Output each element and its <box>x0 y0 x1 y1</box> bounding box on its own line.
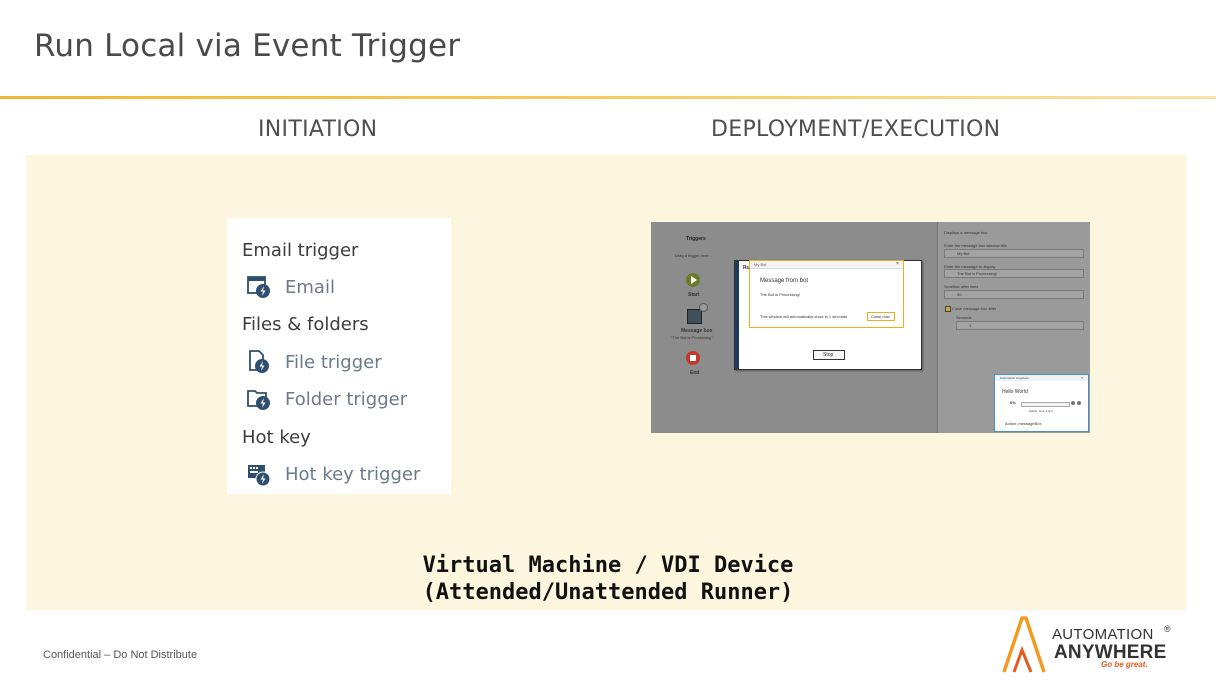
trigger-list-card: Email trigger Email Files & folders File… <box>227 218 451 494</box>
notify-percent: 0% <box>1010 400 1016 405</box>
close-after-checkbox[interactable] <box>945 306 951 312</box>
stop-button[interactable]: Stop <box>813 350 845 360</box>
automation-anywhere-logo: AUTOMATION ® ANYWHERE Go be great. <box>1000 614 1180 676</box>
notify-active: Active: Line 1 of 1 <box>1029 409 1053 413</box>
close-after-label: Close message box after <box>952 306 997 311</box>
logo-tagline: Go be great. <box>1101 660 1148 669</box>
message-box-node-icon[interactable] <box>687 309 702 324</box>
folder-trigger-icon <box>247 390 270 410</box>
caption-line-2: (Attended/Unattended Runner) <box>422 580 794 605</box>
dialog-footer: This window will automatically close in … <box>760 314 848 319</box>
slide-title: Run Local via Event Trigger <box>34 28 461 64</box>
email-trigger-item[interactable]: Email <box>285 277 335 298</box>
title-field[interactable]: My Bot <box>944 249 1084 258</box>
triggers-label: Triggers <box>686 236 706 242</box>
notify-action: Action: messageBox <box>1005 421 1042 426</box>
dialog-body: The Bot is Processing! <box>760 292 801 297</box>
drag-hint: Drag a trigger here... <box>675 253 712 258</box>
message-field-label: Enter the message to display <box>944 264 996 269</box>
message-field[interactable]: The Bot is Processing! <box>944 269 1084 278</box>
scroll-field-label: Scrollbar after lines <box>944 284 979 289</box>
notify-title: Automation Anywhere <box>1000 376 1030 380</box>
folder-trigger-item[interactable]: Folder trigger <box>285 389 408 410</box>
dialog-close-icon[interactable]: × <box>896 261 899 267</box>
dialog-title: My Bot <box>754 262 767 267</box>
end-node-icon[interactable] <box>686 351 700 365</box>
logo-mark-icon <box>1002 616 1046 673</box>
message-box-label: Message box <box>681 328 713 334</box>
hotkey-trigger-icon <box>248 465 271 487</box>
message-box-sub: "The Bot is Processing" <box>671 335 713 340</box>
message-dialog: My Bot × Message from bot The Bot is Pro… <box>749 260 904 328</box>
logo-registered: ® <box>1164 624 1171 634</box>
email-trigger-icon <box>247 276 270 298</box>
group-files-folders: Files & folders <box>242 314 369 335</box>
file-trigger-icon <box>249 350 269 373</box>
confidential-footer: Confidential – Do Not Distribute <box>43 649 198 661</box>
group-hot-key: Hot key <box>242 427 311 448</box>
logo-line-1: AUTOMATION <box>1052 626 1154 643</box>
initiation-heading: INITIATION <box>258 117 378 142</box>
info-icon <box>699 303 708 312</box>
logo-line-2: ANYWHERE <box>1054 642 1167 663</box>
seconds-label: Seconds <box>956 315 972 320</box>
title-field-label: Enter the message box window title <box>944 243 1007 248</box>
scroll-field[interactable]: 30 <box>944 290 1084 299</box>
start-node-icon[interactable] <box>686 273 700 287</box>
hotkey-trigger-item[interactable]: Hot key trigger <box>285 464 421 485</box>
group-email-trigger: Email trigger <box>242 240 359 261</box>
close-now-button[interactable]: Close now <box>867 312 895 321</box>
dialog-heading: Message from bot <box>760 278 809 284</box>
notify-progress-bar <box>1021 402 1070 407</box>
file-trigger-item[interactable]: File trigger <box>285 352 382 373</box>
caption-line-1: Virtual Machine / VDI Device <box>422 553 794 578</box>
pause-icon[interactable] <box>1071 401 1075 405</box>
stop-icon[interactable] <box>1077 401 1081 405</box>
start-label: Start <box>688 292 700 298</box>
end-label: End <box>690 370 700 376</box>
execution-screenshot: Triggers Drag a trigger here... Start Me… <box>651 222 1090 433</box>
progress-notify-window: Automation Anywhere × Hello World 0% Act… <box>994 374 1089 432</box>
title-divider <box>0 96 1216 99</box>
deployment-heading: DEPLOYMENT/EXECUTION <box>711 117 1001 142</box>
panel-header: Displays a message box <box>944 230 988 235</box>
seconds-field[interactable]: 1 <box>956 321 1084 330</box>
notify-close-icon[interactable]: × <box>1081 375 1084 380</box>
notify-hello: Hello World <box>1002 389 1028 395</box>
